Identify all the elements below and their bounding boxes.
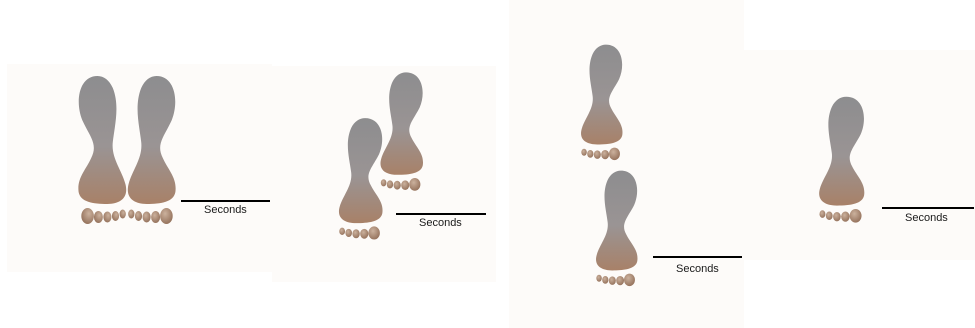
footprint-icon [380, 72, 423, 190]
footprint-icon [128, 76, 176, 224]
seconds-label: Seconds [419, 217, 462, 229]
seconds-label: Seconds [676, 263, 719, 275]
seconds-label: Seconds [204, 204, 247, 216]
seconds-label: Seconds [905, 212, 948, 224]
footprint-icon [596, 171, 637, 286]
footprint-icon [819, 97, 864, 223]
footprint-icon [78, 76, 126, 224]
footprint-icon [339, 118, 383, 239]
footprint-icon [581, 45, 622, 160]
